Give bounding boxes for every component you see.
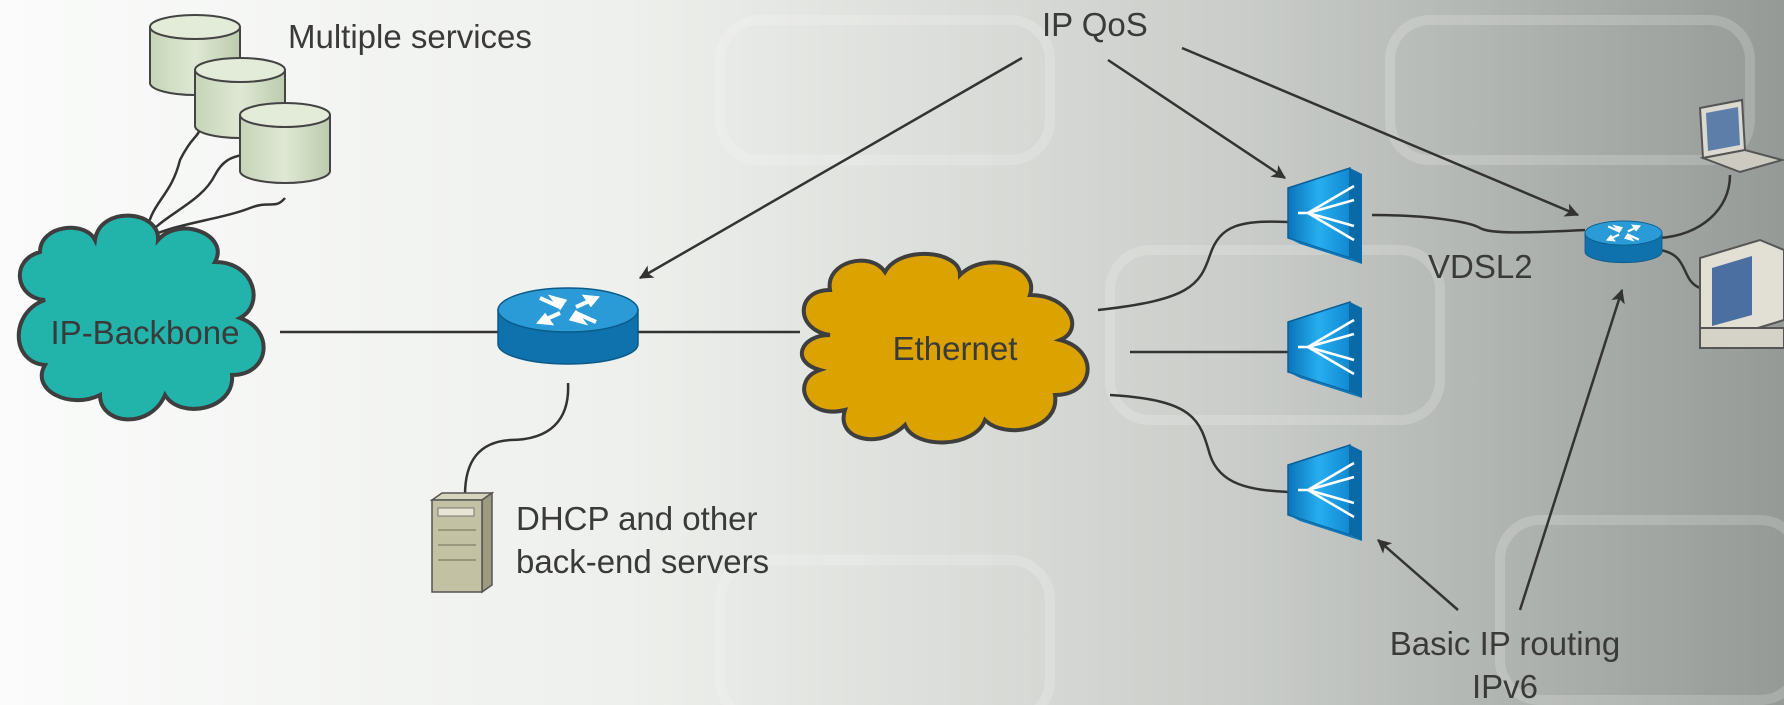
wire-router-server [463, 382, 570, 496]
laptop-icon [1698, 98, 1784, 174]
cloud-icon [16, 213, 266, 422]
cpe-router [1583, 219, 1664, 264]
ethernet-cloud: Ethernet [799, 251, 1090, 445]
vdsl2-label: VDSL2 [1428, 248, 1533, 285]
wire-db1 [143, 121, 202, 241]
ip-qos-label: IP QoS [1042, 6, 1148, 43]
ethernet-label: Ethernet [893, 330, 1018, 367]
arrow-routing-cpe [1518, 288, 1625, 611]
arrow-qos-router [638, 56, 1023, 280]
database-icon [239, 102, 331, 184]
server-icon [429, 491, 495, 594]
wire-eth-switch1 [1097, 220, 1289, 312]
wire-switch-cpe [1371, 213, 1586, 234]
routing-label-line1: Basic IP routing [1390, 625, 1621, 662]
wire-cpe-pc [1659, 248, 1701, 290]
workstation-icon [1699, 238, 1784, 349]
arrow-qos-cpe [1181, 46, 1580, 217]
dhcp-label-line1: DHCP and other [516, 500, 758, 537]
ip-backbone-cloud: IP-Backbone [16, 213, 266, 422]
arrow-qos-switch [1107, 58, 1286, 180]
router-icon [496, 286, 640, 366]
background-pattern [715, 15, 1784, 705]
dhcp-label-line2: back-end servers [516, 543, 769, 580]
ip-backbone-label: IP-Backbone [51, 314, 240, 351]
router-icon [1583, 219, 1664, 264]
cloud-icon [799, 251, 1090, 445]
wire-db3 [144, 197, 286, 242]
wire-eth-switch3 [1109, 393, 1289, 494]
routing-label-line2: IPv6 [1472, 668, 1538, 705]
multiple-services-label: Multiple services [288, 18, 532, 55]
connections [143, 121, 1732, 496]
wire-cpe-laptop [1659, 174, 1732, 240]
arrows [638, 46, 1625, 611]
arrow-routing-switch [1377, 539, 1459, 611]
